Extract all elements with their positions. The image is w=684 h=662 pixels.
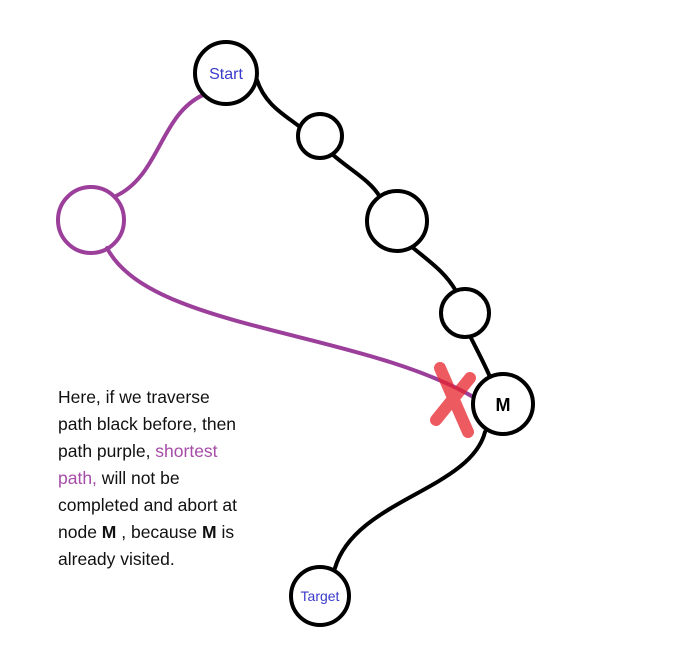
node-target [289, 565, 351, 627]
node-3 [365, 189, 429, 253]
note-line: path, will not be [58, 465, 237, 492]
black-edge-4 [468, 334, 492, 379]
note-text: is [216, 522, 235, 542]
node-2 [296, 112, 344, 160]
target-label: Target [301, 588, 340, 604]
note-line: Here, if we traverse [58, 387, 210, 407]
m-label: M [496, 395, 511, 415]
node-ref-m: M [202, 522, 217, 542]
note-line: completed and abort at [58, 495, 238, 515]
purple-edge-start-to-node [114, 93, 205, 198]
purple-edge-node-to-m [105, 246, 477, 400]
black-edge-m-to-target [333, 430, 487, 570]
note-line: path purple, shortest [58, 438, 237, 465]
node-4 [439, 287, 491, 339]
note-line: already visited. [58, 549, 175, 569]
red-cross-mark [430, 362, 476, 438]
note-text: path purple, [58, 441, 156, 461]
black-edge-3 [410, 245, 458, 293]
note-text: , because [116, 522, 202, 542]
black-edge-2 [330, 152, 382, 199]
note-line: node M , because M is [58, 519, 237, 546]
note-text: node [58, 522, 102, 542]
node-start [193, 40, 259, 106]
highlight-path: path, [58, 468, 97, 488]
highlight-shortest: shortest [155, 441, 218, 461]
node-m [471, 372, 535, 436]
black-edge-1 [255, 78, 302, 129]
explanation-text: Here, if we traverse path black before, … [58, 384, 237, 573]
note-text: will not be [96, 468, 180, 488]
start-label: Start [209, 66, 243, 83]
purple-node [56, 185, 126, 255]
node-ref-m: M [101, 522, 117, 542]
note-line: path black before, then [58, 414, 237, 434]
